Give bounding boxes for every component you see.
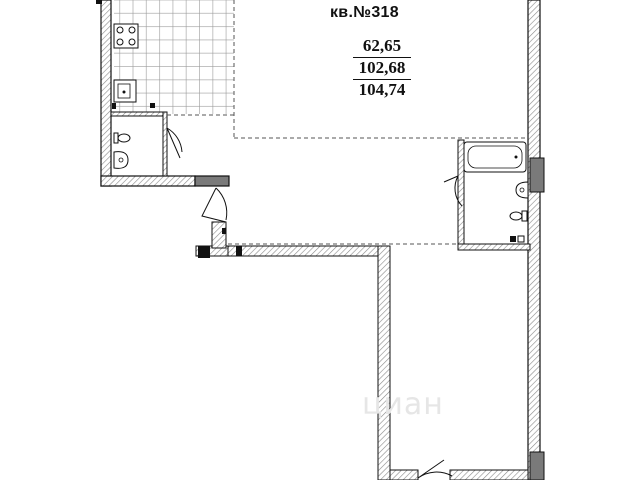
interior-wall (195, 221, 391, 480)
total-area-with-balcony-value: 104,74 (358, 80, 406, 99)
kitchen-sink-icon (113, 79, 137, 103)
left-wall (96, 0, 230, 187)
bathroom-1 (110, 111, 183, 177)
kitchen-stove-icon (113, 23, 139, 49)
zone-boundaries (167, 0, 528, 245)
living-area-value: 62,65 (362, 36, 402, 55)
toilet-icon (117, 133, 131, 143)
sink-icon (515, 181, 529, 199)
entrance-door-swing-icon (201, 187, 228, 223)
toilet-icon (509, 211, 523, 221)
area-divider (353, 79, 411, 81)
total-area-value: 102,68 (358, 58, 406, 77)
apartment-label: кв.№318 (330, 4, 399, 21)
right-wall (527, 0, 545, 480)
bottom-door (389, 459, 529, 480)
bathroom-2 (443, 139, 531, 251)
bath-door-swing-icon (166, 127, 183, 159)
bathtub-icon (463, 141, 527, 173)
area-divider (353, 57, 411, 59)
door-swing-icon (417, 459, 453, 479)
bath-door-swing-icon (443, 175, 463, 207)
watermark: циан (362, 387, 444, 422)
